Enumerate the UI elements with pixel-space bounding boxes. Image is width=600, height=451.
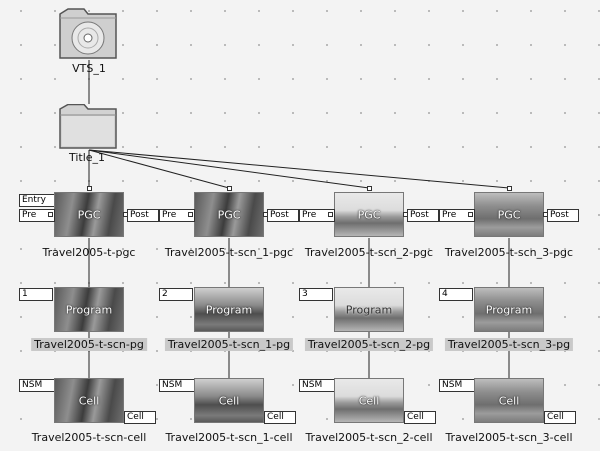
post-tag[interactable]: Post — [267, 209, 299, 222]
vts-label: VTS_1 — [72, 62, 106, 75]
program-thumbnail[interactable]: Program — [334, 287, 404, 332]
program-label: Travel2005-t-scn_1-pg — [164, 338, 294, 351]
program-number: 1 — [19, 288, 53, 301]
cell-thumb-text: Cell — [498, 394, 520, 407]
pgc-thumb-text: PGC — [357, 208, 381, 221]
pre-tag[interactable]: Pre — [159, 209, 195, 222]
cell-thumbnail[interactable]: Cell — [54, 378, 124, 423]
pgc-thumb-text: PGC — [77, 208, 101, 221]
pgc-thumbnail[interactable]: PGC — [474, 192, 544, 237]
cell-label: Travel2005-t-scn_1-cell — [165, 431, 293, 444]
pre-port[interactable] — [468, 212, 473, 217]
pgc-thumbnail[interactable]: PGC — [54, 192, 124, 237]
pgc-input-port[interactable] — [87, 186, 92, 191]
post-tag[interactable]: Post — [407, 209, 439, 222]
wire-title-pgc-2 — [88, 149, 230, 189]
pgc-thumb-text: PGC — [217, 208, 241, 221]
pgc-thumb-text: PGC — [497, 208, 521, 221]
program-thumbnail[interactable]: Program — [474, 287, 544, 332]
cell-tag[interactable]: Cell — [264, 411, 296, 424]
program-thumb-text: Program — [205, 303, 253, 316]
program-number: 4 — [439, 288, 473, 301]
pre-port[interactable] — [48, 212, 53, 217]
pgc-label: Travel2005-t-scn_2-pgc — [304, 246, 434, 259]
folder-icon[interactable] — [58, 103, 120, 150]
title-label: Title_1 — [68, 151, 106, 164]
nsm-tag[interactable]: NSM — [19, 379, 55, 392]
pre-tag[interactable]: Pre — [299, 209, 335, 222]
pgc-input-port[interactable] — [367, 186, 372, 191]
program-thumb-text: Program — [345, 303, 393, 316]
cell-thumb-text: Cell — [358, 394, 380, 407]
nsm-tag[interactable]: NSM — [439, 379, 475, 392]
program-label: Travel2005-t-scn_3-pg — [444, 338, 574, 351]
wire-title-pgc-4 — [88, 149, 510, 189]
disc-icon[interactable] — [58, 8, 120, 60]
cell-thumbnail[interactable]: Cell — [194, 378, 264, 423]
pgc-input-port[interactable] — [227, 186, 232, 191]
cell-thumb-text: Cell — [218, 394, 240, 407]
cell-label: Travel2005-t-scn_3-cell — [445, 431, 573, 444]
program-number: 3 — [299, 288, 333, 301]
cell-label: Travel2005-t-scn-cell — [31, 431, 147, 444]
cell-tag[interactable]: Cell — [404, 411, 436, 424]
pgc-label: Travel2005-t-pgc — [42, 246, 136, 259]
cell-tag[interactable]: Cell — [124, 411, 156, 424]
cell-thumbnail[interactable]: Cell — [474, 378, 544, 423]
program-number: 2 — [159, 288, 193, 301]
program-thumb-text: Program — [485, 303, 533, 316]
program-thumbnail[interactable]: Program — [54, 287, 124, 332]
pre-tag[interactable]: Pre — [439, 209, 475, 222]
nsm-tag[interactable]: NSM — [159, 379, 195, 392]
cell-label: Travel2005-t-scn_2-cell — [305, 431, 433, 444]
program-label: Travel2005-t-scn-pg — [31, 338, 147, 351]
pre-tag[interactable]: Pre — [19, 209, 55, 222]
entry-tag[interactable]: Entry — [19, 194, 55, 207]
program-thumb-text: Program — [65, 303, 113, 316]
post-tag[interactable]: Post — [127, 209, 159, 222]
pgc-input-port[interactable] — [507, 186, 512, 191]
post-tag[interactable]: Post — [547, 209, 579, 222]
pre-port[interactable] — [188, 212, 193, 217]
pgc-thumbnail[interactable]: PGC — [334, 192, 404, 237]
nsm-tag[interactable]: NSM — [299, 379, 335, 392]
pre-port[interactable] — [328, 212, 333, 217]
program-thumbnail[interactable]: Program — [194, 287, 264, 332]
cell-tag[interactable]: Cell — [544, 411, 576, 424]
cell-thumbnail[interactable]: Cell — [334, 378, 404, 423]
cell-thumb-text: Cell — [78, 394, 100, 407]
pgc-thumbnail[interactable]: PGC — [194, 192, 264, 237]
pgc-label: Travel2005-t-scn_3-pgc — [444, 246, 574, 259]
program-label: Travel2005-t-scn_2-pg — [304, 338, 434, 351]
wire-title-pgc-3 — [88, 149, 370, 189]
pgc-label: Travel2005-t-scn_1-pgc — [164, 246, 294, 259]
